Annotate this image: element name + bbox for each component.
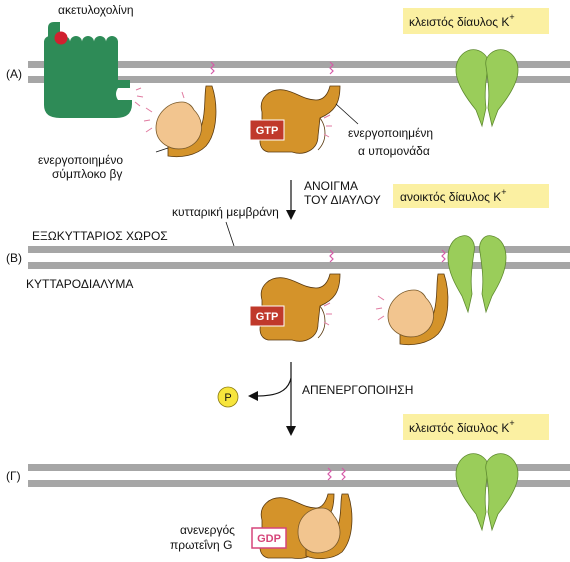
extracellular-label: ΕΞΩΚΥΤΤΑΡΙΟΣ ΧΩΡΟΣ — [32, 229, 168, 243]
gdp-label: GDP — [257, 533, 281, 545]
membrane-b-top — [28, 246, 570, 253]
phosphate-circle: P — [217, 386, 239, 408]
lipid-anchor-alpha-b — [329, 249, 334, 263]
lipid-anchor-bg-c — [341, 467, 346, 481]
open-channel-tag-b — [393, 184, 549, 208]
bg-pointer-line — [155, 147, 169, 153]
k-channel-closed-a — [455, 49, 519, 128]
acetylcholine-label: ακετυλοχολίνη — [58, 3, 134, 17]
lipid-anchor-bg-a — [210, 61, 215, 75]
closed-channel-label-a: κλειστός δίαυλος K+ — [409, 12, 515, 29]
cell-membrane-label: κυτταρική μεμβράνη — [172, 205, 279, 219]
gdp-badge: GDP — [251, 527, 287, 549]
closed-channel-label-c: κλειστός δίαυλος K+ — [409, 418, 515, 435]
k-channel-closed-c — [455, 453, 519, 532]
membrane-c-top — [28, 464, 570, 471]
inactivation-label: ΑΠΕΝΕΡΓΟΠΟΙΗΣΗ — [302, 383, 413, 397]
membrane-pointer-line — [225, 221, 235, 247]
arrow-open — [286, 180, 296, 220]
opening-label-2: ΤΟΥ ΔΙΑΥΛΟΥ — [304, 193, 381, 207]
activated-bg-label-2: σύμπλοκο βγ — [52, 167, 122, 181]
gtp-label-b: GTP — [256, 311, 279, 323]
inactive-g-label-1: ανενεργός — [180, 523, 235, 537]
receptor — [44, 22, 144, 118]
panel-c: (Γ) GDP ανενεργός πρωτεΐνη G κλειστός δί… — [6, 414, 570, 560]
panel-c-label: (Γ) — [6, 469, 21, 483]
membrane-c-bottom — [28, 480, 570, 487]
membrane-a-top — [28, 61, 570, 68]
activated-alpha-label-2: α υπομονάδα — [358, 144, 430, 158]
membrane-b-bottom — [28, 262, 570, 269]
membrane-a-bottom — [28, 76, 570, 83]
k-channel-open-b — [447, 235, 507, 314]
closed-channel-tag-c — [403, 414, 549, 440]
cytosol-label: ΚΥΤΤΑΡΟΔΙΑΛΥΜΑ — [26, 277, 133, 291]
open-channel-label-b: ανοικτός δίαυλος K+ — [400, 187, 507, 204]
g-beta-gamma-complex-a — [143, 85, 217, 158]
panel-a-label: (A) — [6, 67, 22, 81]
gtp-badge-a: GTP — [249, 119, 285, 141]
gtp-label-a: GTP — [256, 125, 279, 137]
g-beta-gamma-complex-b — [375, 273, 449, 346]
panel-b-label: (B) — [6, 251, 22, 265]
activated-alpha-label-1: ενεργοποιημένη — [348, 126, 433, 140]
activated-bg-label-1: ενεργοποιημένο — [38, 153, 123, 167]
panel-a: (A) ακετυλοχολίνη — [6, 3, 570, 181]
closed-channel-tag-a — [403, 8, 549, 34]
arrow-inactivate — [248, 362, 296, 436]
inactive-g-protein — [259, 493, 353, 560]
lipid-anchor-bg-b — [441, 249, 446, 263]
lipid-anchor-alpha-c — [327, 467, 332, 481]
panel-b: (B) κυτταρική μεμβράνη ΕΞΩΚΥΤΤΑΡΙΟΣ ΧΩΡΟ… — [6, 184, 570, 346]
lipid-anchor-alpha-a — [329, 61, 334, 75]
opening-label-1: ΑΝΟΙΓΜΑ — [304, 179, 358, 193]
phosphate-label: P — [224, 392, 231, 404]
acetylcholine-ligand — [54, 31, 68, 45]
inactive-g-label-2: πρωτεΐνη G — [170, 538, 232, 552]
gtp-badge-b: GTP — [249, 305, 285, 327]
